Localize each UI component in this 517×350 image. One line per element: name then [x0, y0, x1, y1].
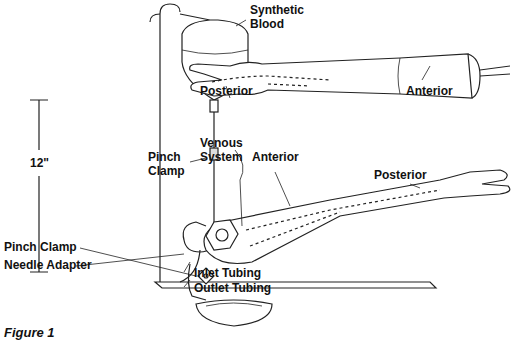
part-label: Venous System [200, 136, 250, 164]
part-label: Anterior [252, 150, 299, 164]
part-label: Posterior [200, 84, 253, 98]
part-label: Pinch Clamp [4, 240, 77, 254]
part-label: Needle Adapter [4, 258, 92, 272]
figure-caption-label: Figure 1 [4, 326, 55, 340]
dimension-label: 12" [30, 156, 49, 170]
bag-label: Synthetic Blood [250, 3, 312, 31]
part-label: Pinch Clamp [148, 150, 190, 178]
part-label: Outlet Tubing [194, 281, 271, 295]
part-label: Anterior [406, 84, 453, 98]
part-label: Posterior [374, 168, 427, 182]
part-label: Inlet Tubing [194, 266, 261, 280]
